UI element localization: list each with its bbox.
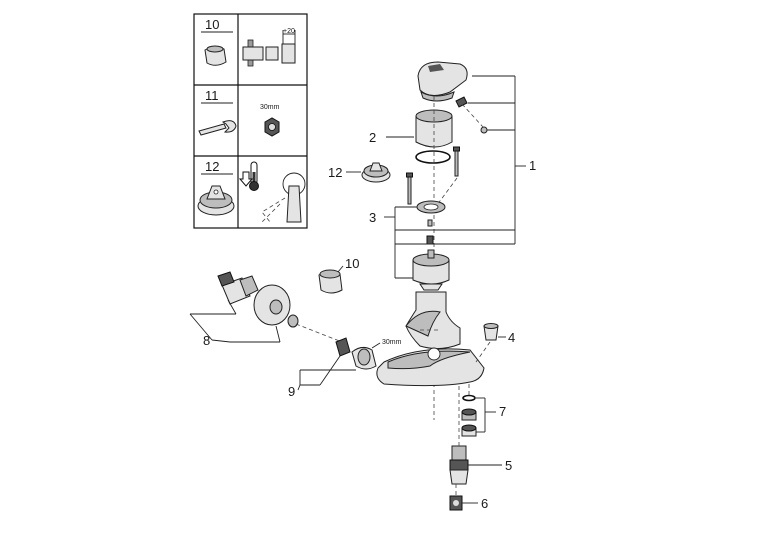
bracket-3: 3 — [369, 206, 417, 279]
callout-8: 8 — [203, 333, 210, 348]
bracket-1: 1 — [395, 75, 536, 245]
legend-row-12-number: 12 — [205, 159, 219, 174]
sleeve-icon — [204, 45, 227, 66]
clamping-ring — [416, 200, 446, 214]
callout-9: 9 — [288, 384, 295, 399]
cartridge — [412, 249, 450, 291]
wrench-icon — [198, 120, 237, 136]
temperature-limiter-icon — [197, 185, 235, 216]
set-screw-parts — [455, 96, 488, 134]
washer — [287, 314, 299, 328]
bracket-2: 2 — [369, 130, 414, 145]
diverter-spindle: 5 — [449, 386, 512, 485]
union-nut-set: 30mm — [335, 337, 402, 370]
wall-flange — [253, 284, 291, 326]
legend-row-11-number: 11 — [205, 88, 219, 103]
legend-frame — [193, 13, 308, 229]
bracket-9: 9 — [288, 355, 356, 399]
o-ring — [415, 150, 451, 164]
callout-4: 4 — [508, 330, 515, 345]
aerator-set: 7 — [461, 384, 506, 437]
callout-7: 7 — [499, 404, 506, 419]
callout-3: 3 — [369, 210, 376, 225]
bracket-8: 8 — [189, 299, 281, 348]
legend-row-11: 11 30mm — [198, 88, 280, 137]
legend-row-10-number: 10 — [205, 17, 219, 32]
down-arrow-icon — [238, 171, 254, 187]
lever-handle — [417, 61, 468, 102]
cover-cap: 4 — [475, 323, 515, 363]
fixing-bolts — [406, 146, 460, 206]
bottom-nut: 6 — [449, 484, 488, 511]
extension-sleeve-part: 10 — [318, 256, 359, 294]
callout-5: 5 — [505, 458, 512, 473]
callout-10: 10 — [345, 256, 359, 271]
wall-extension-icon: +20 — [242, 28, 296, 67]
s-union — [217, 271, 259, 305]
callout-1: 1 — [529, 158, 536, 173]
legend-row-10: 10 +20 — [201, 17, 296, 67]
callout-6: 6 — [481, 496, 488, 511]
thermometer-icon — [249, 161, 259, 191]
callout-12: 12 — [328, 165, 342, 180]
lever-rotation-icon — [261, 172, 306, 223]
legend-table: 10 +20 11 — [193, 13, 308, 229]
nut-size-callout: 30mm — [382, 339, 402, 346]
callout-2: 2 — [369, 130, 376, 145]
wall-axis — [295, 323, 343, 343]
nut-size-label: 30mm — [260, 104, 280, 111]
small-screws — [426, 219, 434, 245]
temperature-limiter-part: 12 — [328, 162, 391, 183]
mixer-body — [376, 291, 485, 387]
legend-row-12: 12 — [197, 159, 306, 223]
extension-note: +20 — [283, 28, 295, 35]
hex-nut-icon — [264, 117, 280, 137]
